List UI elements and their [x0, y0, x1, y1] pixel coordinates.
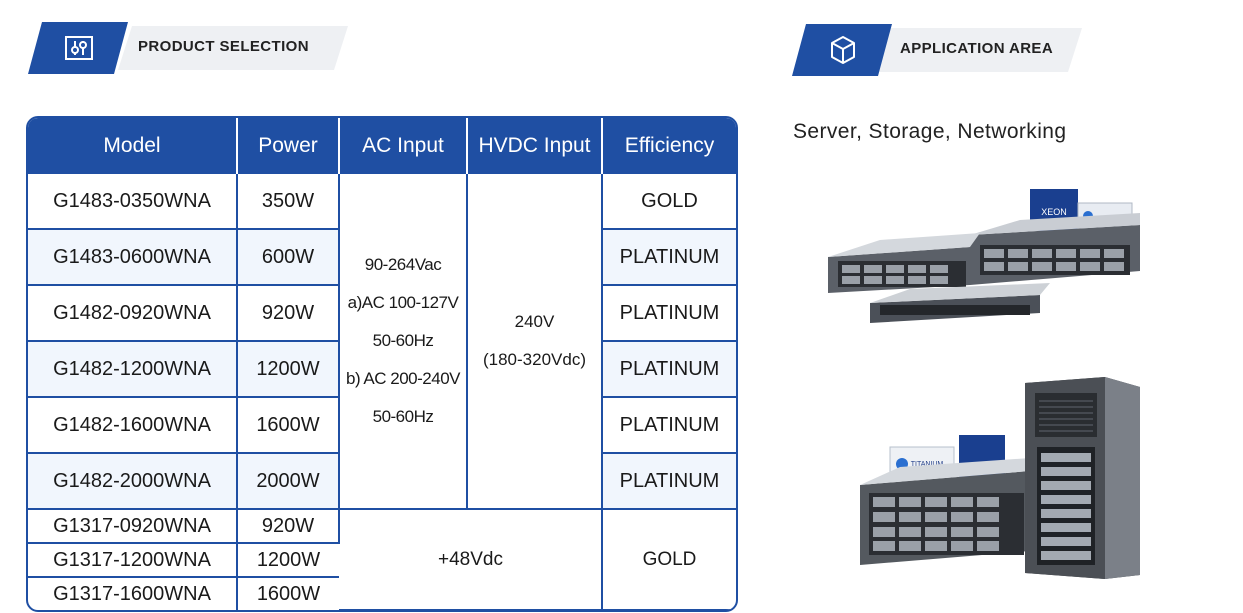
g1317-efficiency-cell: GOLD: [602, 509, 736, 610]
table-row: G1317-0920WNA 920W +48Vdc GOLD: [28, 509, 736, 610]
col-header-efficiency: Efficiency: [602, 118, 736, 174]
col-header-model: Model: [28, 118, 238, 174]
table-row: G1482-1200WNA 1200W PLATINUM: [28, 341, 736, 398]
model-cell: G1317-1600WNA: [28, 577, 238, 610]
hvdc-input-line: (180-320Vdc): [482, 350, 586, 369]
table-row: G1482-0920WNA 920W PLATINUM: [28, 285, 736, 342]
model-cell: G1317-0920WNA: [28, 509, 238, 544]
header-background: [877, 28, 1082, 72]
model-cell: G1482-1200WNA: [28, 341, 238, 398]
efficiency-cell: PLATINUM: [602, 285, 736, 342]
table-header-row: Model Power AC Input HVDC Input Efficien…: [28, 118, 736, 174]
hvdc-input-cell: 240V (180-320Vdc): [467, 174, 603, 510]
ac-input-line: a)AC 100-127V: [347, 293, 459, 312]
efficiency-cell: PLATINUM: [602, 453, 736, 510]
ac-input-cell: 90-264Vac a)AC 100-127V 50-60Hz b) AC 20…: [339, 174, 468, 510]
cube-icon: [826, 34, 860, 66]
col-header-power: Power: [237, 118, 340, 174]
model-cell: G1482-0920WNA: [28, 285, 238, 342]
application-text: Server, Storage, Networking: [793, 120, 1067, 143]
product-selection-header: PRODUCT SELECTION: [28, 22, 348, 70]
titanium-badge-text: TITANIUM: [911, 461, 944, 468]
efficiency-cell: GOLD: [602, 174, 736, 230]
col-header-hvdc-input: HVDC Input: [467, 118, 603, 174]
header-background: [118, 26, 348, 70]
power-cell: 1600W: [256, 582, 321, 605]
power-cell: 920W: [237, 285, 340, 342]
efficiency-cell: PLATINUM: [602, 229, 736, 286]
ac-input-line: 50-60Hz: [372, 331, 434, 350]
sliders-icon: [62, 34, 96, 62]
efficiency-cell: PLATINUM: [602, 341, 736, 398]
model-cell: G1317-1200WNA: [28, 543, 238, 578]
product-table: Model Power AC Input HVDC Input Efficien…: [26, 116, 738, 612]
model-cell: G1483-0350WNA: [28, 174, 238, 230]
power-cell: 600W: [237, 229, 340, 286]
power-cell: 2000W: [237, 453, 340, 510]
power-cell: 1200W: [237, 543, 339, 578]
tower-server-image: TITANIUM: [855, 375, 1145, 580]
hvdc-input-line: 240V: [514, 312, 555, 331]
g1317-input-cell: +48Vdc: [339, 509, 603, 610]
rack-servers-image: XEON: [820, 185, 1160, 330]
model-cell: G1482-2000WNA: [28, 453, 238, 510]
product-selection-label: PRODUCT SELECTION: [138, 38, 309, 55]
xeon-badge-text: XEON: [1041, 207, 1067, 217]
ac-input-line: b) AC 200-240V: [346, 369, 460, 388]
model-cell: G1483-0600WNA: [28, 229, 238, 286]
table-row: G1483-0600WNA 600W PLATINUM: [28, 229, 736, 286]
model-cell: G1482-1600WNA: [28, 397, 238, 454]
application-area-label: APPLICATION AREA: [900, 40, 1054, 57]
power-cell: 1600W: [237, 397, 340, 454]
table-row: G1482-2000WNA 2000W PLATINUM: [28, 453, 736, 510]
power-cell: 350W: [237, 174, 340, 230]
ac-input-line: 90-264Vac: [364, 255, 442, 274]
col-header-ac-input: AC Input: [339, 118, 468, 174]
table-row: G1317-1600WNA 1600W: [28, 577, 736, 610]
table-row: G1317-1200WNA 1200W: [28, 543, 736, 578]
table-row: G1483-0350WNA 350W 90-264Vac a)AC 100-12…: [28, 174, 736, 510]
power-cell: 920W: [237, 509, 340, 544]
table-row: G1482-1600WNA 1600W PLATINUM: [28, 397, 736, 454]
power-cell: 1200W: [237, 341, 340, 398]
efficiency-cell: PLATINUM: [602, 397, 736, 454]
ac-input-line: 50-60Hz: [372, 407, 434, 426]
application-area-header: APPLICATION AREA: [792, 24, 1092, 72]
